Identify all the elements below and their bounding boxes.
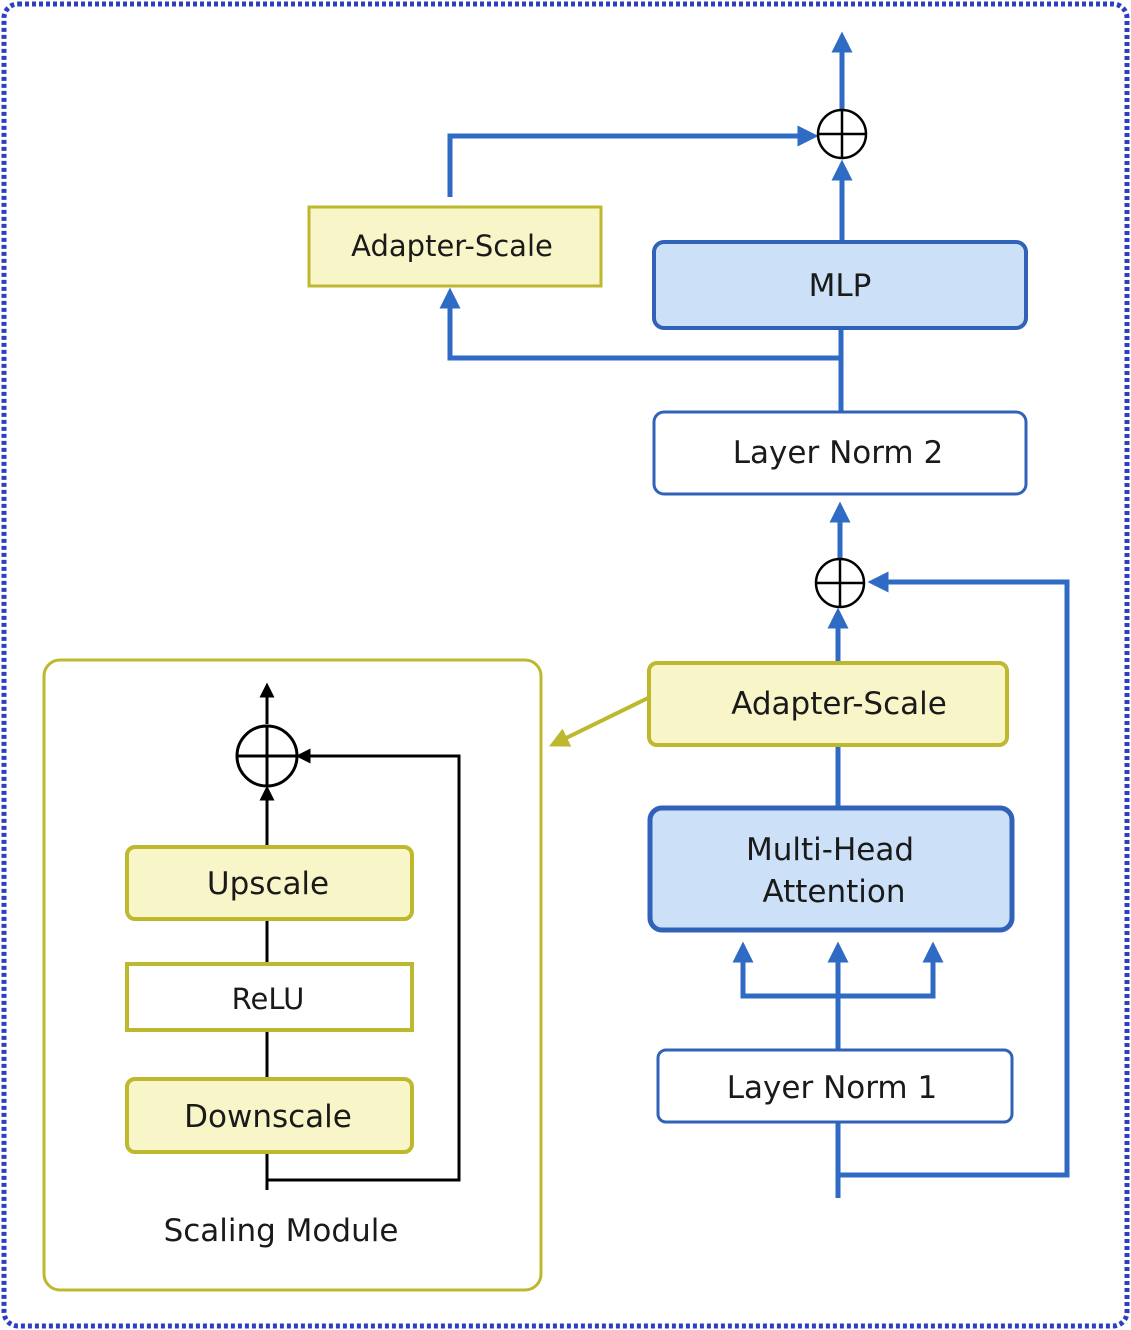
mha-label-line2: Attention — [762, 874, 905, 910]
upper-add-node — [816, 108, 868, 160]
adapter-scale-top-label: Adapter-Scale — [351, 229, 553, 263]
adapter-scale-mid-block: Adapter-Scale — [647, 661, 1009, 747]
layer-norm-2-label: Layer Norm 2 — [733, 435, 943, 471]
multi-head-attention-block: Multi-Head Attention — [647, 805, 1015, 933]
upscale-label: Upscale — [207, 866, 329, 902]
relu-label: ReLU — [232, 982, 305, 1016]
mlp-block: MLP — [652, 240, 1028, 330]
scaling-module-frame — [42, 658, 543, 1292]
adapter-scale-mid-label: Adapter-Scale — [731, 686, 947, 722]
main-flow-lines — [439, 31, 1070, 1198]
mlp-label: MLP — [809, 268, 872, 304]
downscale-label: Downscale — [184, 1099, 352, 1135]
scaling-module-lines — [259, 682, 461, 1190]
lower-add-node — [814, 557, 866, 609]
zoom-pointer-arrow — [549, 696, 649, 747]
scaling-module-title: Scaling Module — [164, 1213, 399, 1249]
mha-label-line1: Multi-Head — [746, 832, 914, 868]
downscale-block: Downscale — [125, 1077, 414, 1154]
upscale-block: Upscale — [125, 845, 414, 921]
adapter-scale-top-block: Adapter-Scale — [307, 205, 603, 288]
layer-norm-2-block: Layer Norm 2 — [652, 410, 1028, 496]
layer-norm-1-label: Layer Norm 1 — [727, 1070, 937, 1106]
layer-norm-1-block: Layer Norm 1 — [656, 1048, 1014, 1124]
relu-block: ReLU — [125, 962, 414, 1032]
scaling-add-node — [235, 724, 299, 788]
